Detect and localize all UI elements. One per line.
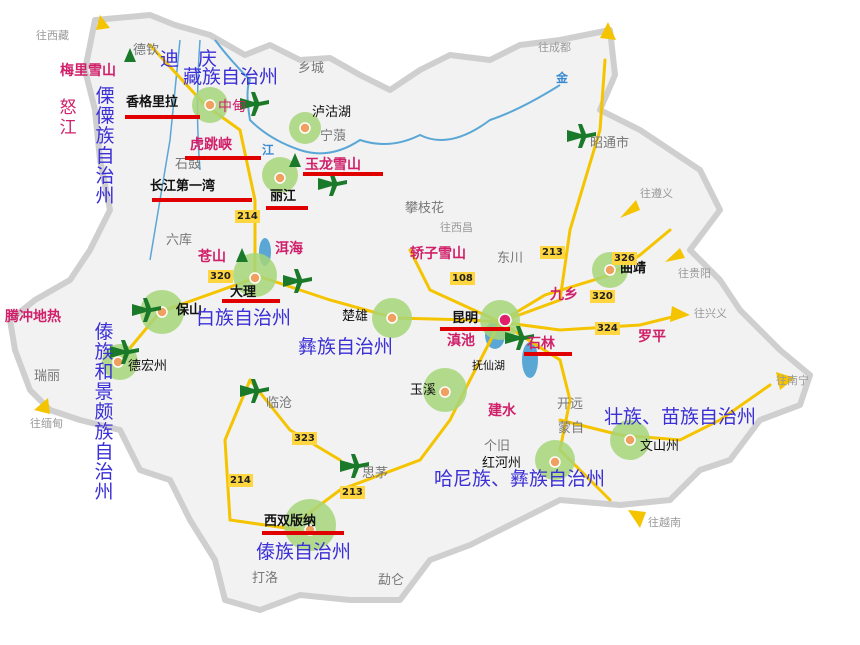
road-320-east: 320 bbox=[590, 290, 615, 303]
city-zhongdian: 中甸 bbox=[218, 99, 246, 115]
scenic-jiuxiang: 九乡 bbox=[550, 287, 578, 303]
city-xiangcheng: 乡城 bbox=[298, 61, 325, 76]
underline-kunming bbox=[440, 327, 510, 331]
dir-to-xingyi: 往兴义 bbox=[694, 307, 727, 320]
scenic-luoping: 罗平 bbox=[638, 329, 666, 345]
city-lijiang: 丽江 bbox=[270, 189, 297, 204]
city-qujing: 曲靖 bbox=[620, 261, 647, 276]
city-zhaotong: 昭通市 bbox=[590, 136, 630, 151]
underline-dali bbox=[222, 299, 280, 303]
underline-changjiang bbox=[152, 198, 252, 202]
river-nujiang: 怒江 bbox=[59, 98, 77, 138]
dir-to-chengdu: 往成都 bbox=[538, 41, 571, 54]
city-kunming: 昆明 bbox=[452, 311, 479, 326]
underline-xishuangbanna bbox=[262, 531, 344, 535]
pref-lisu: 傈僳族自治州 bbox=[95, 85, 115, 207]
city-xishuangbanna: 西双版纳 bbox=[264, 514, 317, 529]
city-liuku: 六库 bbox=[166, 233, 193, 248]
city-wenshan: 文山州 bbox=[640, 439, 680, 454]
nu-river bbox=[149, 39, 181, 261]
city-panzhihua: 攀枝花 bbox=[405, 201, 445, 216]
dir-to-miandian: 往缅甸 bbox=[30, 417, 63, 430]
city-lugu: 泸沽湖 bbox=[312, 105, 352, 120]
scenic-shilin: 石林 bbox=[527, 336, 555, 352]
scenic-yulong: 玉龙雪山 bbox=[305, 157, 361, 173]
scenic-jiaozi: 轿子雪山 bbox=[410, 246, 466, 262]
underline-lijiang bbox=[266, 206, 308, 210]
city-dongchuan: 东川 bbox=[497, 251, 524, 266]
city-ninglang: 宁蒗 bbox=[320, 129, 347, 144]
city-chuxiong: 楚雄 bbox=[342, 309, 369, 324]
city-ruili: 瑞丽 bbox=[34, 369, 61, 384]
city-gejiu: 个旧 bbox=[484, 439, 511, 454]
road-213-south: 213 bbox=[340, 486, 365, 499]
city-mengzi: 蒙自 bbox=[558, 421, 585, 436]
city-simao: 思茅 bbox=[362, 466, 389, 481]
road-213-north: 213 bbox=[540, 246, 565, 259]
city-lincang: 临沧 bbox=[266, 396, 293, 411]
pref-bai: 白族自治州 bbox=[196, 307, 292, 329]
underline-shangrila bbox=[125, 115, 200, 119]
river-jiang: 江 bbox=[262, 143, 275, 157]
city-shangrila: 香格里拉 bbox=[126, 95, 179, 110]
pref-yi: 彝族自治州 bbox=[298, 336, 394, 358]
underline-yulong bbox=[303, 172, 383, 176]
city-honghe: 红河州 bbox=[482, 456, 522, 471]
pref-daijingpo: 傣族和景颇族自治州 bbox=[94, 321, 114, 503]
river-jinsha: 金 bbox=[556, 71, 569, 85]
underline-shilin bbox=[524, 352, 572, 356]
dir-to-xichang: 往西昌 bbox=[440, 221, 473, 234]
dir-to-guiyang: 往贵阳 bbox=[678, 267, 711, 280]
scenic-hutiaoxia: 虎跳峡 bbox=[190, 137, 232, 153]
city-deqin: 德钦 bbox=[133, 43, 160, 58]
pref-zhuangmiao: 壮族、苗族自治州 bbox=[604, 406, 757, 428]
fuxian-lake bbox=[522, 342, 538, 378]
pref-diqing: 迪 庆 bbox=[160, 48, 218, 70]
dir-to-xizang: 往西藏 bbox=[36, 29, 69, 42]
city-fuxian: 抚仙湖 bbox=[472, 359, 505, 372]
city-mengla: 勐仑 bbox=[378, 573, 405, 588]
road-108: 108 bbox=[450, 272, 475, 285]
city-kaiyuan: 开远 bbox=[557, 397, 584, 412]
scenic-meili: 梅里雪山 bbox=[60, 63, 116, 79]
city-changjiang: 长江第一湾 bbox=[150, 179, 216, 194]
direction-arrows bbox=[34, 15, 795, 528]
pref-zang: 藏族自治州 bbox=[183, 66, 279, 88]
airplane-icons bbox=[110, 92, 596, 478]
road-320: 320 bbox=[208, 270, 233, 283]
dir-to-yuenan: 往越南 bbox=[648, 516, 681, 529]
road-326: 326 bbox=[612, 252, 637, 265]
road-214-south: 214 bbox=[228, 474, 253, 487]
city-daluo: 打洛 bbox=[252, 571, 279, 586]
city-baoshan: 保山 bbox=[176, 303, 203, 318]
scenic-dianchi: 滇池 bbox=[447, 333, 475, 349]
road-323: 323 bbox=[292, 432, 317, 445]
pref-haniyi: 哈尼族、彝族自治州 bbox=[434, 468, 606, 490]
city-shigu: 石鼓 bbox=[175, 157, 202, 172]
pref-dai: 傣族自治州 bbox=[256, 541, 352, 563]
road-214-north: 214 bbox=[235, 210, 260, 223]
city-dots bbox=[112, 99, 636, 536]
scenic-tengchong: 腾冲地热 bbox=[5, 309, 61, 325]
dir-to-zunyi: 往遵义 bbox=[640, 187, 673, 200]
scenic-erhai: 洱海 bbox=[275, 241, 303, 257]
road-324: 324 bbox=[595, 322, 620, 335]
scenic-cangshan: 苍山 bbox=[198, 249, 226, 265]
city-dali: 大理 bbox=[230, 285, 257, 300]
underline-hutiaoxia bbox=[185, 156, 261, 160]
scenic-jianshui: 建水 bbox=[488, 403, 516, 419]
jinsha-river bbox=[214, 39, 561, 155]
city-dehong: 德宏州 bbox=[128, 359, 168, 374]
city-yuxi: 玉溪 bbox=[410, 383, 437, 398]
dir-to-nanning: 往南宁 bbox=[776, 374, 809, 387]
tree-icons bbox=[124, 48, 301, 262]
